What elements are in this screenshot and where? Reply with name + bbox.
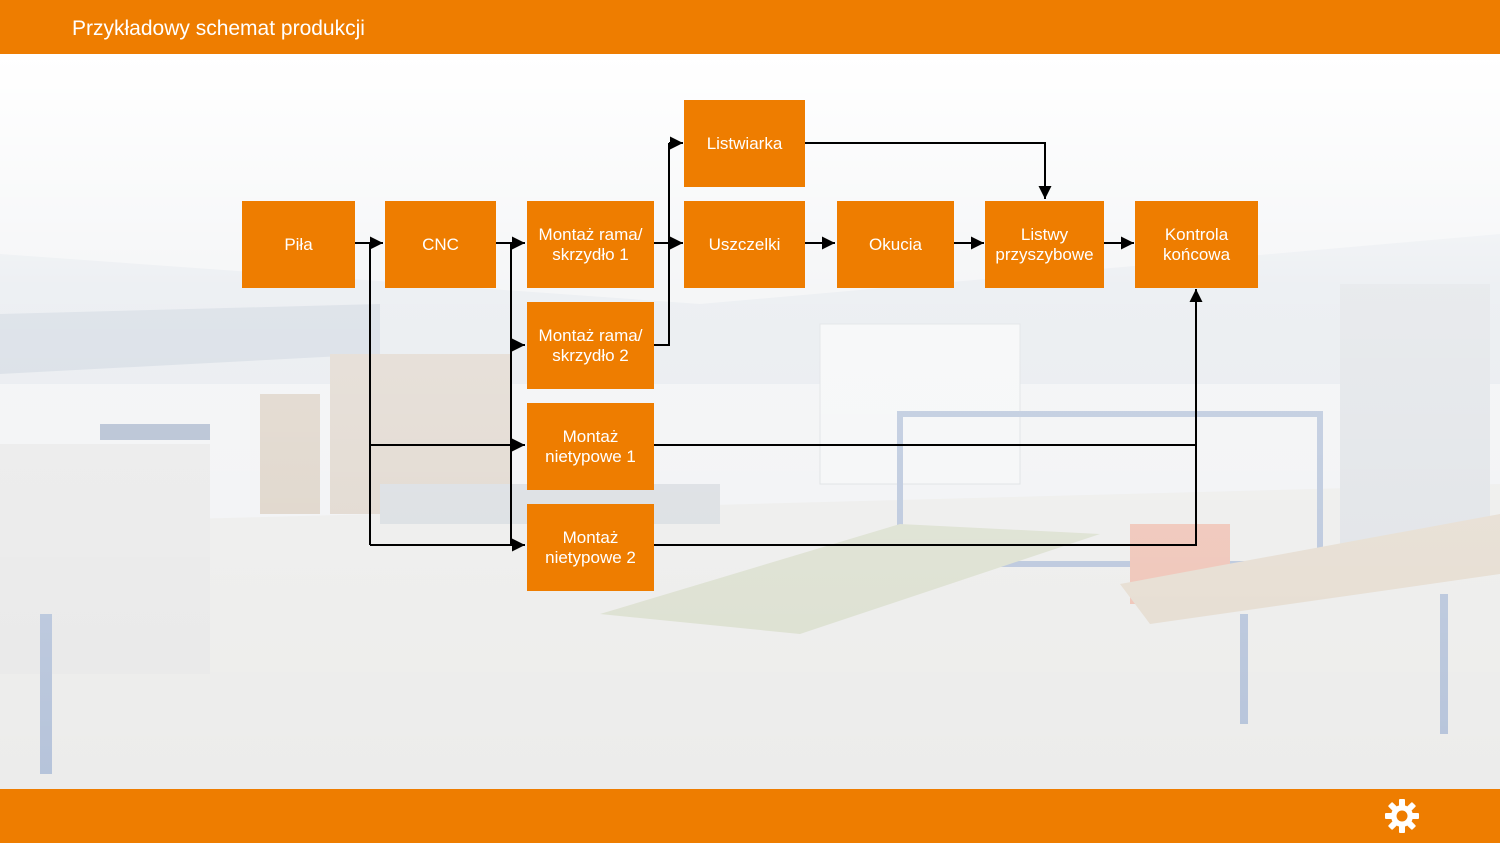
- node-listwiarka: Listwiarka: [684, 100, 805, 187]
- gear-icon[interactable]: [1384, 798, 1420, 834]
- node-montaz-nietypowe-1: Montaż nietypowe 1: [527, 403, 654, 490]
- header-bar: Przykładowy schemat produkcji: [0, 0, 1500, 54]
- edge-rama2-trunk: [654, 143, 670, 346]
- node-uszczelki: Uszczelki: [684, 201, 805, 288]
- node-okucia: Okucia: [837, 201, 954, 288]
- footer-bar: [0, 789, 1500, 843]
- node-kontrola-koncowa: Kontrola końcowa: [1135, 201, 1258, 288]
- edge-nietypowe2-kontrola: [654, 289, 1203, 546]
- edge-listwiarka-listwy: [805, 142, 1052, 199]
- node-montaz-nietypowe-2: Montaż nietypowe 2: [527, 504, 654, 591]
- node-montaz-rama-skrzydlo-1: Montaż rama/ skrzydło 1: [527, 201, 654, 288]
- node-listwy-przyszybowe: Listwy przyszybowe: [985, 201, 1104, 288]
- node-cnc: CNC: [385, 201, 496, 288]
- node-pila: Piła: [242, 201, 355, 288]
- node-montaz-rama-skrzydlo-2: Montaż rama/ skrzydło 2: [527, 302, 654, 389]
- page-title: Przykładowy schemat produkcji: [72, 17, 365, 40]
